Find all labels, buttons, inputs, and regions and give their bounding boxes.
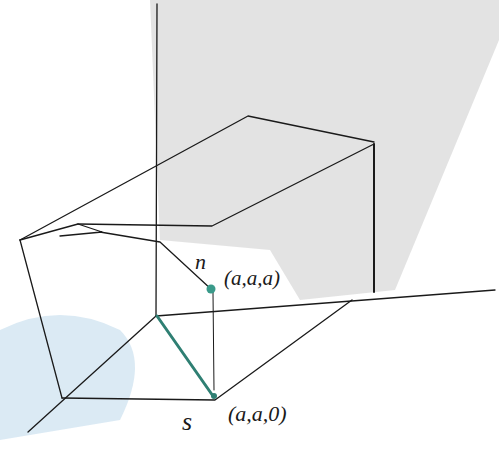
- vector-label: s⃗: [180, 408, 214, 436]
- box-top-edge: [20, 224, 102, 240]
- vector-s: [157, 316, 213, 396]
- box-vertical-edge: [373, 144, 375, 292]
- x-axis: [28, 316, 156, 432]
- point-coordinates: (a,a,0): [226, 402, 289, 426]
- vector-label: n⃗: [193, 250, 225, 274]
- box-bottom-edge: [62, 300, 352, 400]
- y-axis: [156, 290, 495, 316]
- z-axis: [156, 4, 157, 316]
- watermark-arc: [0, 315, 135, 440]
- watermark-band: [150, 0, 499, 300]
- point-coordinates: (a,a,a): [222, 267, 282, 290]
- drop-line: [213, 292, 214, 390]
- box-top-edge: [78, 144, 374, 226]
- point-dot: [211, 393, 217, 399]
- box-top-edge: [20, 116, 374, 240]
- point-dot: [207, 285, 216, 294]
- box-vertical-edge: [20, 240, 62, 398]
